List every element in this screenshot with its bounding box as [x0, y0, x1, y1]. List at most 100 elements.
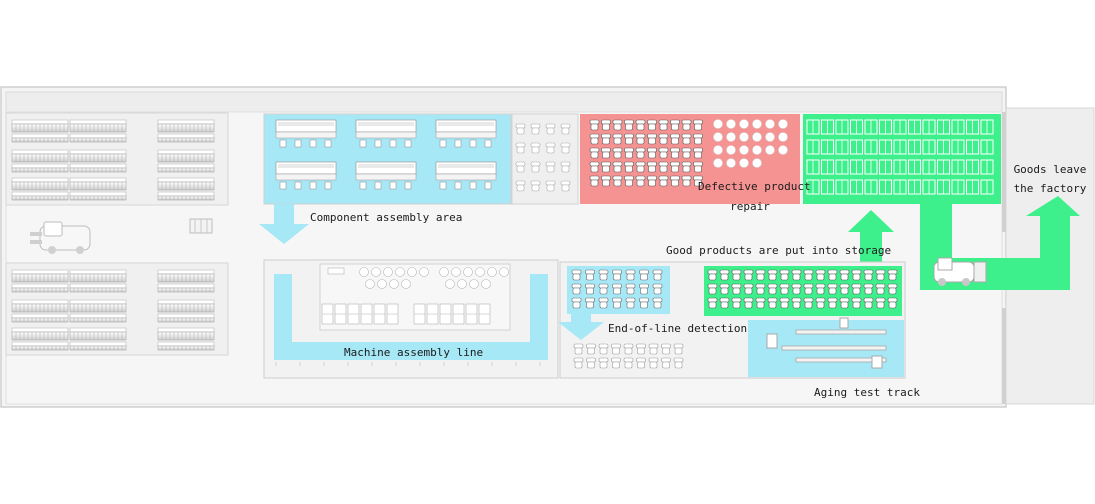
inspection-chair [673, 343, 684, 355]
inspection-chair [611, 343, 621, 355]
staging-unit [755, 269, 766, 281]
staging-unit [731, 269, 742, 281]
storage-rack-slot [821, 119, 834, 135]
inspection-chair [652, 269, 663, 281]
shelf-rack [11, 119, 69, 133]
staging-unit [851, 297, 862, 309]
repair-stool [765, 145, 775, 155]
repair-chair [624, 119, 634, 131]
cart-icon [189, 218, 213, 234]
staging-unit [887, 283, 898, 295]
inspection-chair [598, 269, 609, 281]
repair-chair [624, 175, 634, 187]
shelf-rack [157, 163, 215, 173]
aging-test-track-zone [748, 317, 904, 379]
shelf-rack [157, 191, 215, 201]
storage-rack-slot [951, 119, 965, 135]
good-products-storage-zone [803, 114, 1001, 204]
storage-rack-slot [937, 159, 950, 175]
storage-rack-slot [922, 119, 936, 135]
defective-repair-label-line2: repair [730, 200, 770, 213]
inspection-chair [585, 269, 595, 281]
repair-chair [693, 147, 703, 159]
staging-unit [839, 269, 850, 281]
repair-chair [658, 133, 669, 145]
repair-chair [601, 161, 611, 173]
shelf-rack [157, 341, 215, 351]
staging-unit [719, 269, 730, 281]
staging-unit [815, 283, 826, 295]
repair-chair [693, 175, 703, 187]
repair-chair [658, 119, 669, 131]
goods-leave-label-line1: Goods leave [1013, 163, 1087, 176]
storage-rack-slot [821, 159, 834, 175]
assembly-workbench [435, 119, 497, 148]
shelf-rack [157, 283, 215, 293]
repair-chair [670, 161, 680, 173]
inspection-chair [639, 283, 649, 295]
repair-stool [713, 132, 723, 142]
shelf-rack [157, 133, 215, 143]
shelf-rack [69, 149, 127, 163]
repair-chair [647, 161, 657, 173]
shelf-rack [11, 327, 69, 341]
repair-chair [612, 175, 623, 187]
tool-cart [327, 267, 345, 275]
inspection-chair [661, 343, 671, 355]
storage-rack-slot [980, 179, 994, 195]
repair-chair [681, 133, 692, 145]
aging-test-label: Aging test track [814, 386, 920, 399]
storage-rack-slot [966, 159, 979, 175]
shelf-rack [69, 177, 127, 191]
shelf-rack [11, 283, 69, 293]
workstation-zone [511, 113, 579, 205]
inspection-chair [598, 283, 609, 295]
storage-rack-slot [893, 179, 907, 195]
repair-stool [739, 132, 749, 142]
staging-unit [851, 269, 862, 281]
workstation-chair [515, 123, 526, 135]
goods-leave-label-line2: the factory [1013, 182, 1087, 195]
inspection-chair [598, 297, 609, 309]
assembly-stool [395, 267, 405, 277]
staging-unit [707, 283, 718, 295]
staging-unit [803, 269, 814, 281]
end-of-line-label: End-of-line detection [608, 322, 748, 335]
staging-unit [839, 283, 850, 295]
repair-stool [713, 119, 723, 129]
repair-chair [658, 175, 669, 187]
storage-rack-slot [951, 139, 965, 155]
workstation-chair [545, 161, 556, 173]
repair-stool [778, 119, 788, 129]
storage-rack-slot [980, 159, 994, 175]
assembly-stool [419, 267, 429, 277]
staging-unit [875, 283, 886, 295]
workstation-chair [560, 142, 571, 154]
inspection-chair [611, 357, 621, 369]
shelf-rack [11, 313, 69, 323]
assembly-table [360, 303, 373, 325]
inspection-chair [571, 283, 582, 295]
assembly-table [373, 303, 386, 325]
repair-chair [601, 175, 611, 187]
repair-chair [670, 147, 680, 159]
staging-unit [707, 297, 718, 309]
floor-ticks [275, 362, 541, 366]
staging-unit [863, 269, 874, 281]
repair-stool [765, 132, 775, 142]
workstation-chair [560, 180, 571, 192]
repair-stool [752, 132, 762, 142]
inspection-chair [585, 297, 595, 309]
storage-flow-arrow [848, 210, 894, 270]
machine-assembly-label: Machine assembly line [344, 346, 484, 359]
assembly-stool [451, 267, 461, 277]
assembly-stool [377, 279, 387, 289]
storage-rack-slot [937, 119, 950, 135]
workstation-chair [545, 142, 556, 154]
staging-unit [755, 297, 766, 309]
defective-repair-zone [580, 114, 800, 204]
shelf-rack [69, 163, 127, 173]
repair-chair [670, 175, 680, 187]
machine-assembly-zone [263, 259, 559, 379]
workstation-chair [515, 142, 526, 154]
